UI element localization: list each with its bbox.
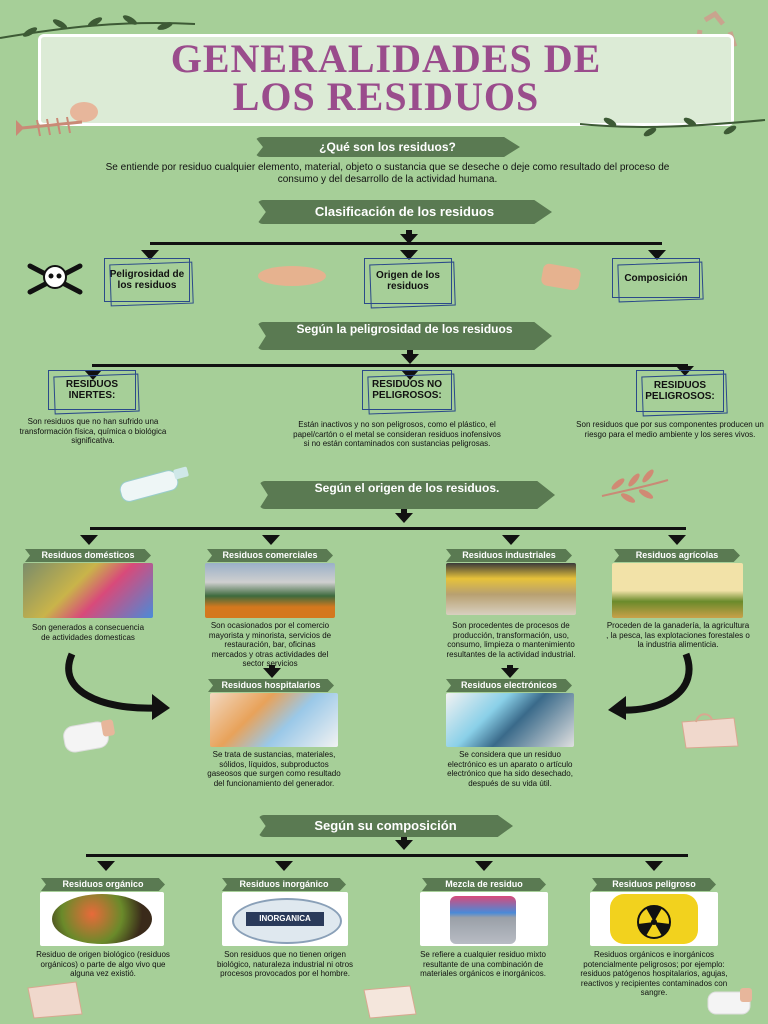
arrow-down [400, 234, 418, 244]
arrow-down [502, 535, 520, 545]
label-residuos-industriales: Residuos industriales [446, 549, 572, 562]
branch-decoration-right [580, 117, 766, 137]
text-residuos-no-peligrosos: Están inactivos y no son peligrosos, com… [293, 420, 501, 448]
box-origen: Origen de los residuos [364, 258, 452, 304]
arrow-down [645, 861, 663, 871]
agricultural-image [612, 563, 743, 618]
arrow-down [401, 354, 419, 364]
arrow-down [275, 861, 293, 871]
cork-icon [541, 263, 581, 290]
hospital-waste-image [210, 693, 338, 747]
label-residuos-domesticos: Residuos domésticos [25, 549, 151, 562]
title-line-2: LOS RESIDUOS [232, 74, 540, 119]
industrial-waste-image [446, 563, 576, 615]
arrow-down [263, 668, 281, 678]
bag-icon-bottom-left [27, 981, 83, 1019]
label-residuos-organico: Residuos orgánico [41, 878, 165, 891]
arrow-down [97, 861, 115, 871]
arrow-down [400, 250, 418, 260]
curved-arrow-right [608, 652, 693, 720]
text-residuos-domesticos: Son generados a consecuencia de activida… [31, 623, 145, 642]
text-residuos-hospitalarios: Se trata de sustancias, materiales, sóli… [207, 750, 341, 788]
label-residuos-inorganico: Residuos inorgánico [222, 878, 346, 891]
text-residuos-agricolas: Proceden de la ganadería, la agricultura… [606, 621, 750, 649]
arrow-down [501, 668, 519, 678]
skull-crossbones-icon [27, 263, 83, 295]
arrow-down [262, 535, 280, 545]
definition-text: Se entiende por residuo cualquier elemen… [105, 162, 670, 185]
question-heading: ¿Qué son los residuos? [255, 137, 520, 157]
radiation-icon [637, 905, 671, 939]
box-peligrosidad: Peligrosidad de los residuos [104, 258, 190, 302]
text-residuos-electronicos: Se considera que un residuo electrónico … [447, 750, 573, 788]
box-residuos-inertes: RESIDUOS INERTES: [48, 370, 136, 410]
arrow-down [395, 513, 413, 523]
text-residuos-inertes: Son residuos que no han sufrido una tran… [19, 417, 167, 445]
label-residuos-hospitalarios: Residuos hospitalarios [208, 679, 334, 692]
peligrosidad-heading: Según la peligrosidad de los residuos [257, 322, 552, 350]
text-mezcla-de-residuo: Se refiere a cualquier residuo mixto res… [420, 950, 546, 978]
hazardous-waste-image [590, 892, 718, 946]
inorganic-waste-image: INORGANICA [222, 892, 348, 946]
connector-line [150, 242, 662, 245]
title-line-1: GENERALIDADES DE [170, 36, 602, 81]
label-residuos-electronicos: Residuos electrónicos [446, 679, 572, 692]
page-title: GENERALIDADES DE LOS RESIDUOS [38, 36, 734, 119]
arrow-down [475, 861, 493, 871]
text-residuos-peligrosos: Son residuos que por sus componentes pro… [576, 420, 764, 439]
commercial-waste-image [205, 563, 335, 618]
title-card [38, 34, 734, 126]
composicion-heading: Según su composición [258, 815, 513, 837]
bag-icon-bottom-center [363, 985, 417, 1019]
connector-stem [401, 509, 407, 515]
branch-decoration-top-left [0, 15, 196, 39]
connector-line [90, 527, 686, 530]
label-residuos-comerciales: Residuos comerciales [207, 549, 333, 562]
text-residuos-peligroso: Residuos orgánicos e inorgánicos potenci… [580, 950, 728, 997]
domestic-waste-image [23, 563, 153, 618]
plastic-bottle-icon [119, 466, 189, 502]
box-composicion: Composición [612, 258, 700, 298]
jar-icon [63, 719, 115, 753]
box-residuos-peligrosos: RESIDUOS PELIGROSOS: [636, 370, 724, 412]
label-residuos-agricolas: Residuos agrícolas [614, 549, 740, 562]
arrow-down [395, 840, 413, 850]
arrow-down [141, 250, 159, 260]
arrow-down [668, 535, 686, 545]
bread-icon [258, 266, 326, 286]
mixed-waste-image [420, 892, 548, 946]
text-residuos-comerciales: Son ocasionados por el comercio mayorist… [208, 621, 332, 668]
plastic-bag-icon [681, 713, 739, 749]
arrow-down [80, 535, 98, 545]
connector-line [86, 854, 688, 857]
text-residuos-inorganico: Son residuos que no tienen origen biológ… [216, 950, 354, 978]
fish-bone-icon [16, 102, 98, 137]
curved-arrow-left [65, 652, 170, 720]
connector-line [92, 364, 688, 367]
text-residuos-industriales: Son procedentes de procesos de producció… [446, 621, 576, 659]
clasificacion-heading: Clasificación de los residuos [257, 200, 552, 224]
label-residuos-peligroso: Residuos peligroso [592, 878, 716, 891]
jar-icon-bottom-right [707, 988, 752, 1015]
leaves-icon [601, 469, 669, 503]
inorganica-badge: INORGANICA [246, 912, 324, 926]
label-mezcla-de-residuo: Mezcla de residuo [422, 878, 546, 891]
electronic-waste-image [446, 693, 574, 747]
box-residuos-no-peligrosos: RESIDUOS NO PELIGROSOS: [362, 370, 452, 410]
organic-waste-image [40, 892, 164, 946]
text-residuos-organico: Residuo de origen biológico (residuos or… [36, 950, 170, 978]
origen-heading: Según el origen de los residuos. [259, 481, 555, 509]
arrow-down [648, 250, 666, 260]
